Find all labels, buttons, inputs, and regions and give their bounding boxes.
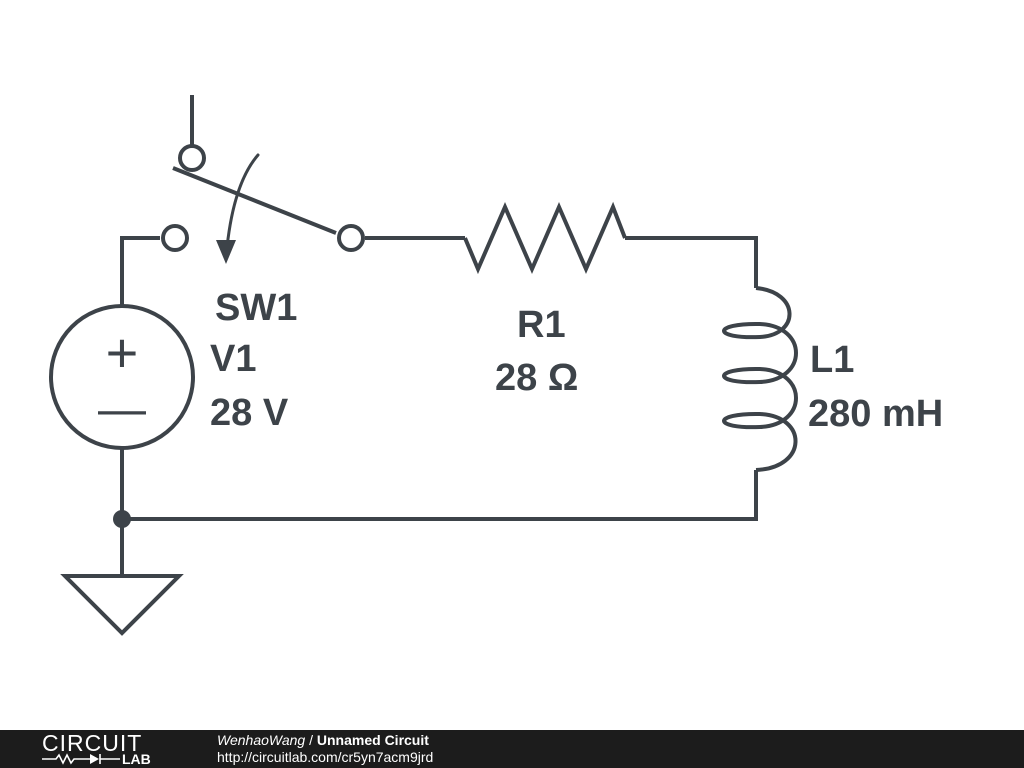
- ground-symbol: [60, 574, 184, 636]
- switch-right-terminal: [337, 224, 365, 252]
- inductor-value-label: 280 mH: [808, 393, 943, 435]
- resistor-zigzag: [463, 201, 627, 275]
- schematic: + — SW1 V1 28 V R1 28 Ω L1 280 mH: [49, 95, 943, 636]
- source-ref-label: V1: [210, 338, 256, 380]
- resistor-r1: [463, 201, 627, 275]
- footer-bar: CIRCUIT LAB WenhaoWang / Unnamed Circuit…: [0, 730, 1024, 768]
- switch-blade: [172, 166, 337, 235]
- resistor-ref-label: R1: [517, 304, 566, 346]
- switch-sw1: [161, 95, 365, 264]
- wires: [113, 236, 758, 576]
- circuitlab-logo[interactable]: CIRCUIT LAB: [42, 732, 174, 766]
- inductor-l1: [722, 286, 798, 472]
- resistor-value-label: 28 Ω: [495, 357, 578, 399]
- source-plus-sign: +: [106, 321, 139, 384]
- circuit-url-link[interactable]: http://circuitlab.com/cr5yn7acm9jrd: [217, 749, 434, 765]
- title-separator: /: [305, 732, 317, 748]
- author-link[interactable]: WenhaoWang: [217, 732, 306, 748]
- inductor-ref-label: L1: [810, 339, 854, 381]
- switch-pivot-terminal: [178, 144, 206, 172]
- ground-triangle: [60, 574, 184, 636]
- source-value-label: 28 V: [210, 392, 289, 434]
- voltage-source-v1: + —: [49, 304, 195, 450]
- switch-left-terminal: [161, 224, 189, 252]
- switch-arrow-head: [216, 240, 236, 264]
- footer-title-line: WenhaoWang / Unnamed Circuit: [217, 732, 433, 749]
- labels: SW1 V1 28 V R1 28 Ω L1 280 mH: [210, 287, 943, 435]
- wire-resistor-to-inductor: [625, 236, 758, 288]
- source-minus-sign: —: [98, 383, 146, 436]
- switch-ref-label: SW1: [215, 287, 297, 329]
- wire-inductor-to-ground: [122, 470, 758, 521]
- circuit-title[interactable]: Unnamed Circuit: [316, 732, 429, 748]
- footer-info: WenhaoWang / Unnamed Circuit http://circ…: [217, 732, 433, 766]
- wire-source-to-switch: [120, 236, 160, 305]
- logo-wordmark-bottom: LAB: [122, 751, 151, 767]
- logo-wordmark-top: CIRCUIT: [42, 730, 143, 756]
- source-body: [49, 304, 195, 450]
- logo-circuit-icon: [42, 753, 120, 765]
- inductor-coil: [722, 286, 798, 472]
- junction-dot: [113, 510, 131, 528]
